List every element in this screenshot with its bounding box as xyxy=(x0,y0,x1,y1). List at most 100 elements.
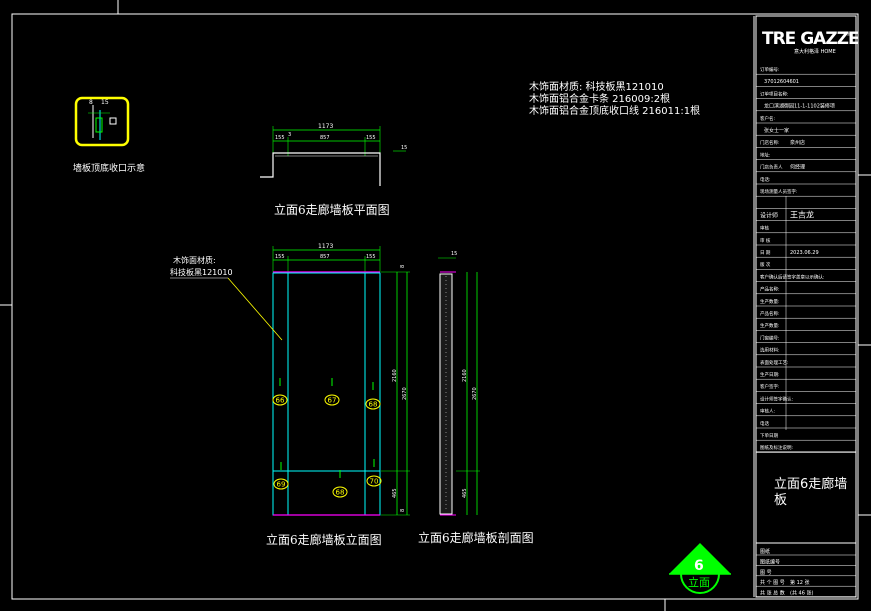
tb-row-label: 版 次 xyxy=(760,261,771,268)
section-view: 15 2160 465 2670 立面6走廊墙板剖面图 xyxy=(418,251,534,545)
elev-h-mid: 2160 xyxy=(392,369,398,382)
elev-h-top: 8 xyxy=(400,265,406,268)
elev-h-bot: 8 xyxy=(400,509,406,512)
panel-tag-bubble xyxy=(332,486,348,498)
tb-row-label: 产品名称: xyxy=(760,310,780,317)
drawing-border xyxy=(11,13,859,600)
plan-view: 1173 155 3 857 155 15 立面6走廊墙板平面图 xyxy=(260,123,407,217)
panel-tags: 66 67 68 69 68 70 xyxy=(272,378,382,498)
elevation-view: 1173 155 857 155 66 67 68 69 68 70 木饰面材质: 科技板… xyxy=(170,243,410,547)
detail-dim-b: 15 xyxy=(101,99,109,106)
badge-circle xyxy=(680,554,720,594)
tb-row-label: 门店负责人 xyxy=(760,164,783,171)
panel-tag-bubble xyxy=(366,475,382,487)
tb-bottom-label: 共 张 总 数 xyxy=(760,590,785,597)
elev-dim-left: 155 xyxy=(275,254,285,260)
tb-row-value: 泉州店 xyxy=(790,139,805,146)
title-block-frame xyxy=(755,15,857,598)
plan-dim-left: 155 xyxy=(275,135,285,141)
brand-name: TRE GAZZE xyxy=(762,29,859,49)
tb-bottom-value: 第 12 张 xyxy=(790,579,810,586)
tb-row-value: 王吉龙 xyxy=(790,209,814,219)
tb-row-label: 选用材料: xyxy=(760,347,780,354)
plan-dim-overall-text: 1173 xyxy=(318,123,333,130)
section-panel xyxy=(439,273,453,515)
panel-tag-label: 67 xyxy=(328,397,337,405)
plan-dim-right: 155 xyxy=(366,135,376,141)
detail-clip xyxy=(109,117,117,125)
tb-row-label: 下单日期 xyxy=(760,432,778,439)
plan-title: 立面6走廊墙板平面图 xyxy=(274,202,390,217)
section-title: 立面6走廊墙板剖面图 xyxy=(418,530,534,545)
note-line: 木饰面铝合金卡条 216009:2根 xyxy=(529,92,670,105)
tb-row-label: 客户签字: xyxy=(760,383,780,390)
elev-leader-line2: 科技板黑121010 xyxy=(170,267,233,277)
section-thickness: 15 xyxy=(451,251,457,257)
panel-tag-label: 70 xyxy=(370,478,379,486)
tb-bottom-label: 图纸 xyxy=(760,548,770,555)
section-h-low: 465 xyxy=(462,488,468,498)
tb-row-value: 张女士一家 xyxy=(764,127,789,134)
elev-dim-right: 155 xyxy=(366,254,376,260)
detail-frame xyxy=(74,96,130,147)
badge-triangle xyxy=(669,543,731,574)
tb-row-label: 客户确认后请签字盖章以示确认: xyxy=(760,273,825,280)
tb-row-label: 产品名称: xyxy=(760,286,780,293)
edge-detail: 8 15 墙板顶底收口示意 xyxy=(73,96,145,174)
panel-tag-label: 69 xyxy=(277,481,286,489)
note-line: 木饰面铝合金顶底收口线 216011:1根 xyxy=(529,104,700,117)
panel-tag-label: 66 xyxy=(276,397,285,405)
tb-row-label: 电话: xyxy=(760,176,771,183)
tb-row-label: 表面处理工艺: xyxy=(760,359,789,366)
brand-sub: 意大利格泽 HOME xyxy=(794,48,836,55)
elev-h-low: 465 xyxy=(392,488,398,498)
tb-row-label: 审核 xyxy=(760,225,769,232)
elev-dim-mid: 857 xyxy=(320,254,330,260)
brand-logo: TRE GAZZE ® 意大利格泽 HOME xyxy=(762,29,860,55)
tb-row-label: 订单项目名称: xyxy=(760,90,789,97)
elev-leader xyxy=(227,277,283,341)
plan-panel-outline xyxy=(260,152,381,186)
tb-row-label: 图纸及标注说明: xyxy=(760,444,793,451)
tb-row-label: 审 核 xyxy=(760,237,771,244)
elevation-title: 立面6走廊墙板立面图 xyxy=(266,532,382,547)
badge-label: 立面 xyxy=(688,575,710,589)
drawing-title-line1: 立面6走廊墙 xyxy=(774,476,847,492)
tb-row-label: 生产日期: xyxy=(760,371,780,378)
elevation-badge: 6 立面 xyxy=(669,543,731,594)
tb-row-value: 2023.06.29 xyxy=(790,250,819,256)
plan-dim-mid: 857 xyxy=(320,135,330,141)
plan-side-dim-text: 15 xyxy=(401,145,407,151)
tb-row-label: 生产数量: xyxy=(760,322,780,329)
panel-tag-bubble xyxy=(272,394,288,406)
tb-row-label: 电话 xyxy=(760,420,769,427)
tb-row-value: 37012604601 xyxy=(764,79,799,85)
tb-bottom-label: 图 号 xyxy=(760,570,772,576)
title-block-rows: 订单编号: 37012604601 订单项目名称: 龙口滨湖御园11-1-1102装修… xyxy=(756,66,856,453)
tb-row-label: 订单编号: xyxy=(760,66,780,73)
panel-tag-label: 68 xyxy=(369,401,378,409)
section-h-mid: 2160 xyxy=(462,369,468,382)
panel-tag-label: 68 xyxy=(336,489,345,497)
elev-h-total: 2670 xyxy=(402,387,408,400)
detail-profile xyxy=(95,117,103,133)
tb-row-label: 现场测量人员签字: xyxy=(760,188,798,195)
tb-row-label: 审核人: xyxy=(760,408,775,415)
tb-bottom-label: 图纸编号 xyxy=(760,558,780,565)
tb-row-value: 龙口滨湖御园11-1-1102装修项 xyxy=(764,103,835,110)
note-line: 木饰面材质: 科技板黑121010 xyxy=(529,80,664,93)
detail-dim-a: 8 xyxy=(89,99,93,106)
elev-dim-overall-text: 1173 xyxy=(318,243,333,250)
tb-row-label: 设计师签字确认: xyxy=(760,395,793,402)
section-h-total: 2670 xyxy=(472,387,478,400)
tb-row-label: 生产数量: xyxy=(760,298,780,305)
material-notes: 木饰面材质: 科技板黑121010 木饰面铝合金卡条 216009:2根 木饰面… xyxy=(529,80,700,117)
tb-row-label: 门店名称: xyxy=(760,139,780,146)
tb-row-label: 设计师 xyxy=(760,211,778,219)
panel-tag-bubble xyxy=(324,394,340,406)
elev-leader-line1: 木饰面材质: xyxy=(173,255,216,265)
tb-row-label: 客户名: xyxy=(760,115,775,122)
detail-caption: 墙板顶底收口示意 xyxy=(73,162,145,174)
tb-row-label: 地址: xyxy=(760,151,771,158)
